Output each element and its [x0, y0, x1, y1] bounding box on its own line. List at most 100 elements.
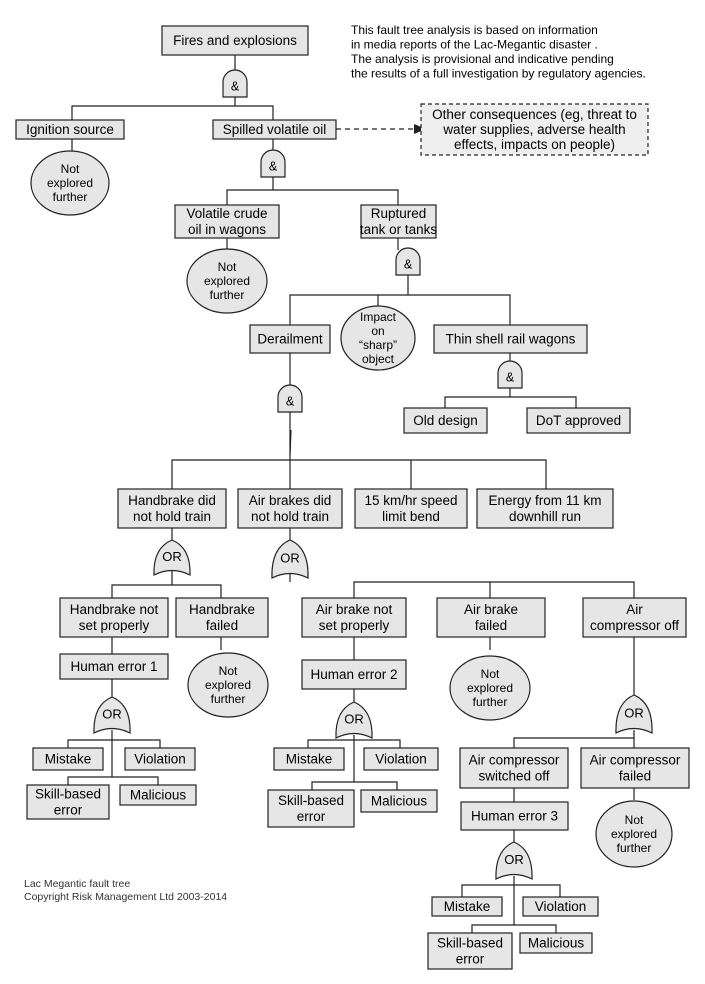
impact-event-text-line-3: “sharp”: [359, 338, 397, 352]
connector-line: [67, 739, 161, 748]
and-gate-2-label: &: [269, 160, 278, 174]
thinshell-event: [433, 324, 588, 354]
speed-event-text-line-2: limit bend: [382, 509, 440, 524]
or-gate-4: [335, 701, 373, 739]
not-explored-further-1-text-line-3: further: [53, 190, 88, 204]
not-explored-further-2-text-line-3: further: [210, 288, 245, 302]
ac_off-event: [582, 597, 687, 638]
not-explored-further-4-text-line-3: further: [211, 692, 246, 706]
olddesign-event: [403, 407, 488, 434]
or-gate-2: [271, 539, 309, 579]
skill3-event: [427, 932, 513, 970]
he2-event-text-line-1: Human error 2: [310, 667, 397, 682]
and-gate-3-label: &: [404, 258, 413, 272]
ab_failed-event-text-line-1: Air brake: [464, 602, 518, 617]
malicious2-event: [360, 789, 438, 813]
and-gate-1: [222, 69, 248, 98]
speed-event-text-line-1: 15 km/hr speed: [364, 493, 457, 508]
energy-event-text-line-2: downhill run: [509, 509, 581, 524]
hb_failed-event-text-line-1: Handbrake: [189, 602, 255, 617]
handbrake-event-text-line-1: Handbrake did: [128, 493, 216, 508]
other-event-text-line-2: water supplies, adverse health: [442, 122, 625, 137]
ac_switched-event: [459, 747, 569, 789]
hb_notset-event-text-line-2: set properly: [79, 618, 150, 633]
dashed-arrow-head: [414, 124, 426, 134]
not-explored-further-2-text-line-2: explored: [204, 274, 250, 288]
energy-event-text-line-1: Energy from 11 km: [488, 493, 601, 508]
or-gate-5: [615, 694, 653, 734]
olddesign-event-text-line-1: Old design: [413, 413, 478, 428]
ab_failed-event: [436, 597, 546, 638]
mistake1-event-text-line-1: Mistake: [45, 752, 92, 767]
ab_notset-event: [301, 597, 407, 638]
derailment-event: [249, 324, 331, 354]
malicious3-event: [519, 932, 593, 954]
hb_failed-event-text-line-2: failed: [206, 618, 238, 633]
energy-event: [476, 488, 614, 529]
connector-line: [67, 730, 113, 785]
not-explored-further-2: [186, 248, 268, 314]
ab_notset-event-text-line-1: Air brake not: [316, 602, 393, 617]
not-explored-further-1-text-line-2: explored: [47, 176, 93, 190]
not-explored-further-1-text-line-1: Not: [61, 162, 80, 176]
or-gate-6: [495, 841, 533, 880]
skill3-event-text-line-1: Skill-based: [437, 936, 503, 951]
ac_switched-event-text-line-1: Air compressor: [469, 753, 560, 768]
or-gate-3: [93, 696, 131, 734]
other-event-text-line-1: Other consequences (eg, threat to: [432, 107, 637, 122]
ruptured-event-text-line-2: tank or tanks: [360, 222, 438, 237]
dot-event: [526, 407, 631, 434]
connector-line: [112, 776, 159, 785]
not-explored-further-5: [449, 655, 531, 721]
ab_notset-event-text-line-2: set properly: [319, 618, 390, 633]
connector-line: [444, 396, 577, 408]
ac_failed-event-text-line-2: failed: [619, 769, 651, 784]
malicious2-event-text-line-1: Malicious: [371, 794, 428, 809]
and-gate-5-label: &: [286, 395, 295, 409]
impact-event-text-line-4: object: [362, 352, 395, 366]
connector-line: [171, 459, 547, 489]
impact-event-text-line-1: Impact: [360, 310, 397, 324]
airbrakes-event-text-line-2: not hold train: [251, 509, 329, 524]
hb_notset-event: [59, 597, 169, 638]
malicious1-event-text-line-1: Malicious: [130, 788, 187, 803]
connector-line: [353, 581, 635, 598]
volatile-event-text-line-2: oil in wagons: [188, 222, 266, 237]
not-explored-further-6-text-line-1: Not: [625, 813, 644, 827]
malicious1-event: [119, 784, 197, 806]
fires-event-text-line-1: Fires and explosions: [173, 33, 297, 48]
connector-line: [461, 884, 561, 897]
he3-event-text-line-1: Human error 3: [471, 809, 558, 824]
not-explored-further-6: [595, 800, 673, 868]
footer-copyright: Copyright Risk Management Ltd 2003-2014: [24, 891, 227, 903]
ignition-event-text-line-1: Ignition source: [26, 122, 114, 137]
ac_off-event-text-line-2: compressor off: [590, 618, 679, 633]
and-gate-5: [277, 384, 303, 413]
mistake3-event-text-line-1: Mistake: [444, 899, 491, 914]
not-explored-further-5-text-line-3: further: [473, 695, 508, 709]
or-gate-2-label: OR: [280, 551, 300, 566]
ab_failed-event-text-line-2: failed: [475, 618, 507, 633]
connector-line: [311, 735, 355, 790]
connector-line: [354, 781, 398, 790]
mistake3-event: [431, 896, 503, 917]
airbrakes-event-text-line-1: Air brakes did: [249, 493, 332, 508]
not-explored-further-4-text-line-1: Not: [219, 664, 238, 678]
speed-event: [354, 488, 468, 529]
skill2-event-text-line-2: error: [297, 809, 326, 824]
or-gate-4-label: OR: [344, 712, 364, 727]
derailment-event-text-line-1: Derailment: [257, 332, 323, 347]
volatile-event-text-line-1: Volatile crude: [186, 206, 267, 221]
he1-event-text-line-1: Human error 1: [70, 659, 157, 674]
he3-event: [460, 801, 569, 831]
spilled-event: [212, 119, 337, 140]
spilled-event-text-line-1: Spilled volatile oil: [223, 122, 327, 137]
violation3-event: [522, 896, 599, 917]
ruptured-event: [360, 204, 437, 239]
not-explored-further-2-text-line-1: Not: [218, 260, 237, 274]
mistake2-event: [273, 747, 345, 771]
impact-event-text-line-2: on: [371, 324, 384, 338]
ac_switched-event-text-line-2: switched off: [478, 769, 549, 784]
other-event-text-line-3: effects, impacts on people): [454, 137, 615, 152]
